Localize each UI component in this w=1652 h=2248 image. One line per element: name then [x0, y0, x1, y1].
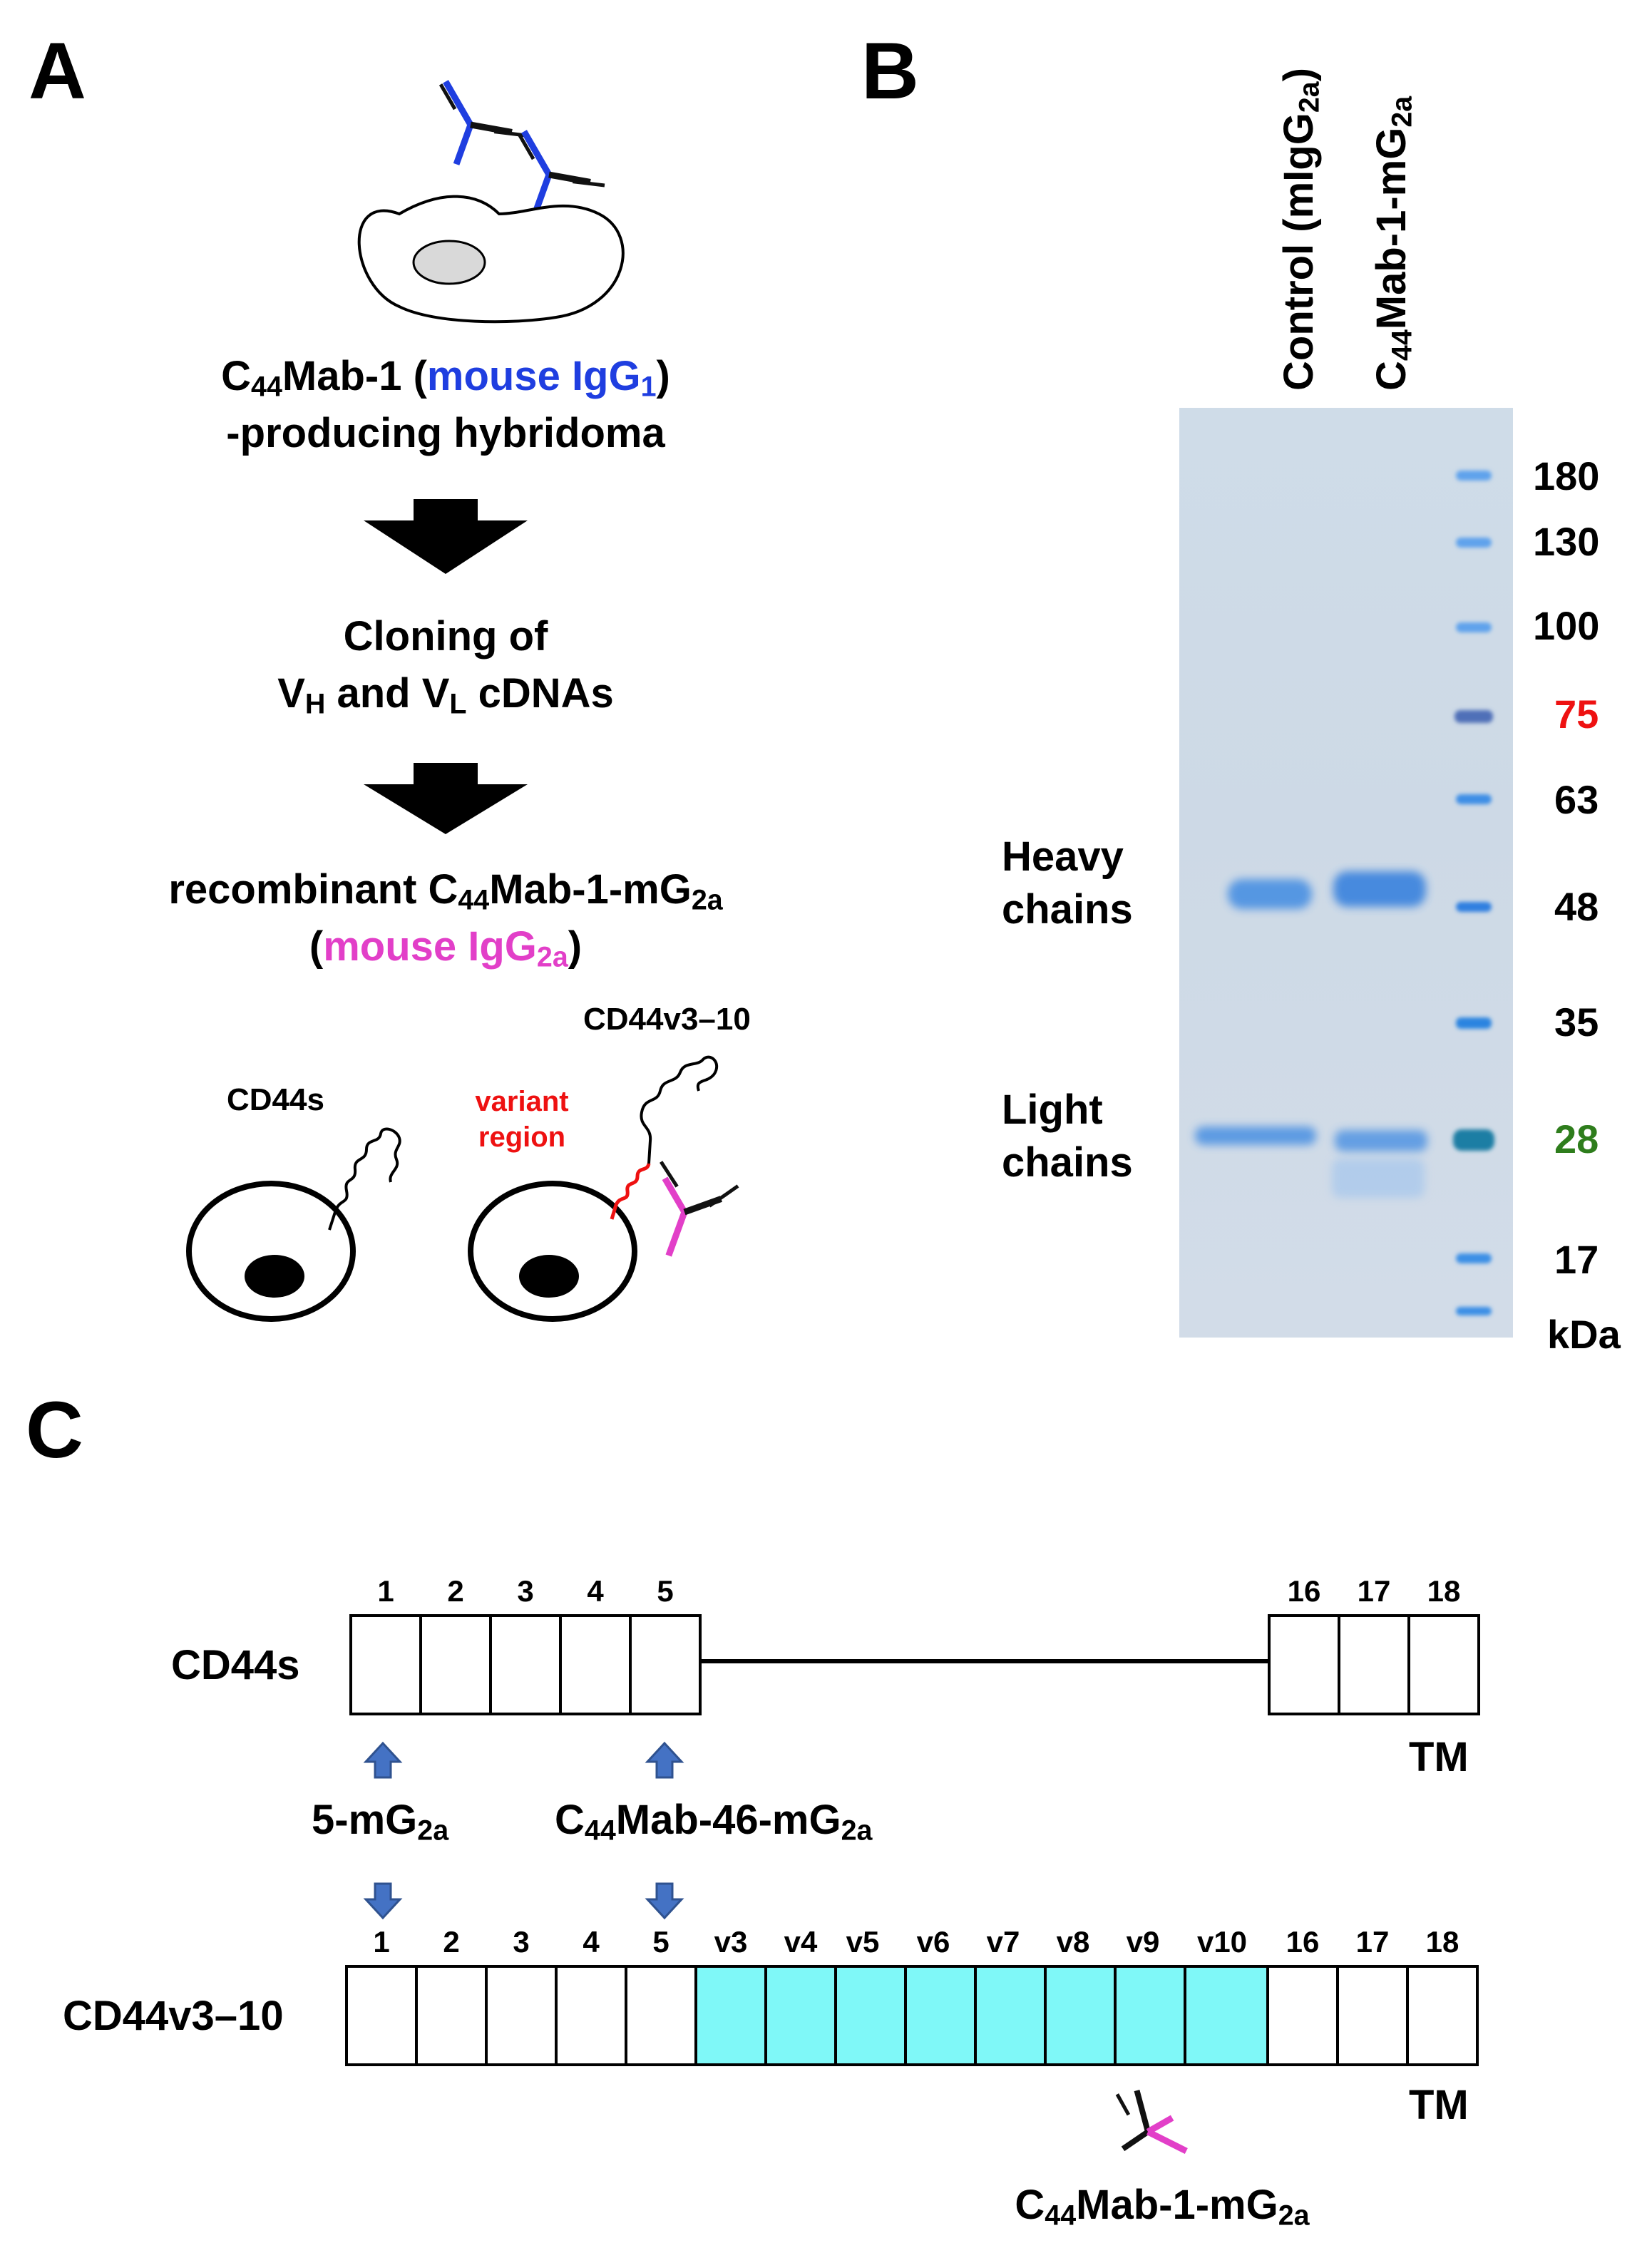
cell-icon — [186, 1181, 356, 1322]
heavy-chain-band-c44mab1 — [1333, 871, 1426, 907]
cd44v-exon-label: 18 — [1425, 1925, 1459, 1959]
marker-label-75: 75 — [1554, 692, 1599, 736]
antibody-icon — [660, 1161, 739, 1257]
light-chain-band-c44mab1 — [1335, 1130, 1427, 1151]
cd44s-exon-number: 4 — [587, 1574, 604, 1608]
nucleus-icon — [412, 240, 486, 285]
panel-letter-a: A — [29, 26, 86, 116]
light-chain-smear — [1332, 1159, 1425, 1198]
nucleus-icon — [245, 1255, 304, 1298]
cd44v-name: CD44v3–10 — [63, 1993, 284, 2039]
hybridoma-cell-icon — [357, 195, 625, 324]
marker-label: 35 — [1554, 1000, 1599, 1045]
marker-label: 100 — [1533, 603, 1600, 648]
marker-ladder — [1453, 471, 1494, 1315]
cd44s-exon-number: 5 — [657, 1574, 674, 1608]
cd44v-exon-label: v8 — [1056, 1925, 1090, 1959]
up-arrow-icon — [645, 1741, 684, 1779]
cd44s-exon-number: 18 — [1427, 1574, 1461, 1608]
cd44s-exon-number: 2 — [447, 1574, 464, 1608]
unit-label: kDa — [1547, 1312, 1621, 1357]
cd44v-exon-label: v6 — [916, 1925, 950, 1959]
antibody-5-mg2a-label: 5-mG2a — [312, 1797, 449, 1847]
nucleus-icon — [519, 1255, 579, 1298]
cd44v-exon-label: v10 — [1196, 1925, 1248, 1959]
cd44v-exon-label: v7 — [986, 1925, 1020, 1959]
cloning-label: Cloning of — [343, 613, 548, 659]
light-chain-band-control — [1195, 1126, 1316, 1145]
antibody-icon — [517, 130, 605, 215]
cd44s-exon-number: 1 — [377, 1574, 394, 1608]
cd44s-cell-label: CD44s — [227, 1082, 324, 1117]
cd44s-exon-number: 16 — [1287, 1574, 1321, 1608]
cd44s-name: CD44s — [171, 1642, 300, 1688]
variant-region-icon — [610, 1163, 651, 1220]
cd44s-exons — [349, 1614, 1480, 1715]
tm-label: TM — [1409, 1734, 1469, 1780]
cd44v-exon-label: 3 — [513, 1925, 530, 1959]
cd44s-receptor-icon — [328, 1127, 401, 1231]
cd44v-exon-label: v3 — [714, 1925, 748, 1959]
cd44v-exon-label: 4 — [583, 1925, 600, 1959]
recombinant-isotype-label: (mouse IgG2a) — [309, 923, 583, 973]
cd44v-exon-label: 2 — [443, 1925, 460, 1959]
cd44v-exon-label: 5 — [652, 1925, 669, 1959]
antibody-icon — [1115, 2090, 1188, 2155]
antibody-c44mab46-label: C44Mab-46-mG2a — [555, 1797, 873, 1847]
marker-label-28: 28 — [1554, 1117, 1599, 1161]
cloning-genes-label: VH and VL cDNAs — [277, 670, 614, 720]
cd44v-exon-label: 17 — [1355, 1925, 1390, 1959]
hybridoma-title: C44Mab-1 (mouse IgG1) — [221, 353, 670, 403]
down-arrow-icon — [364, 499, 528, 574]
cd44v-exons — [345, 1965, 1479, 2066]
panel-letter-b: B — [861, 26, 919, 116]
cd44v-cell-label: CD44v3–10 — [583, 1002, 751, 1037]
cd44v-exon-label: v5 — [846, 1925, 880, 1959]
cd44v-exon-label: v9 — [1126, 1925, 1160, 1959]
cd44v-exon-label: 16 — [1286, 1925, 1320, 1959]
panel-letter-c: C — [26, 1385, 83, 1474]
marker-label: 130 — [1533, 519, 1600, 564]
down-arrow-icon — [364, 763, 528, 834]
cd44s-exon-number: 3 — [517, 1574, 534, 1608]
heavy-chain-band-control — [1228, 879, 1312, 909]
cell-icon — [468, 1181, 637, 1322]
hybridoma-subtitle: -producing hybridoma — [226, 410, 665, 456]
cd44s-exon-number: 17 — [1357, 1574, 1391, 1608]
recombinant-label: recombinant C44Mab-1-mG2a — [168, 866, 723, 916]
antibody-c44mab1-label: C44Mab-1-mG2a — [1015, 2182, 1310, 2232]
cd44v-receptor-icon — [640, 1055, 719, 1164]
down-arrow-icon — [363, 1882, 403, 1920]
marker-label: 17 — [1554, 1237, 1599, 1282]
down-arrow-icon — [645, 1882, 684, 1920]
cd44v-exon-label: 1 — [373, 1925, 390, 1959]
marker-label: 180 — [1533, 453, 1600, 498]
marker-label: 48 — [1554, 884, 1599, 929]
up-arrow-icon — [363, 1741, 403, 1779]
marker-label: 63 — [1554, 777, 1599, 822]
cd44v-exon-label: v4 — [784, 1925, 818, 1959]
tm-label: TM — [1409, 2082, 1469, 2128]
